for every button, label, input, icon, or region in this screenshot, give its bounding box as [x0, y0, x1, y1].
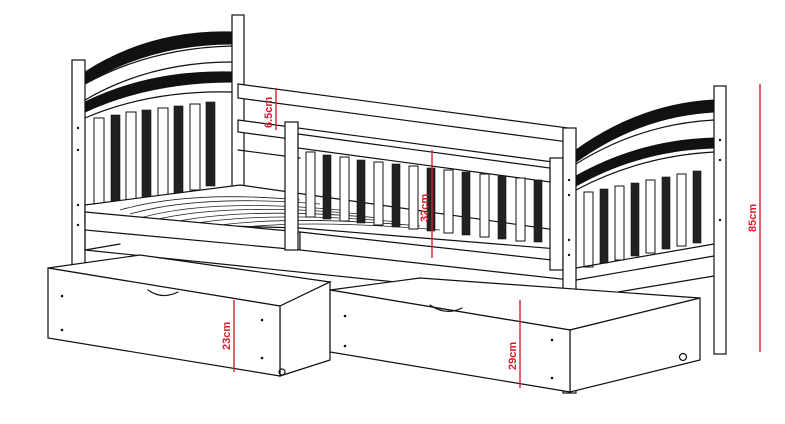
total-height-label: 85cm	[747, 204, 759, 232]
right-footboard	[562, 85, 727, 394]
guard-left-post	[284, 121, 299, 251]
guard-height-label: 32cm	[419, 194, 431, 222]
footboard-slats	[583, 170, 702, 268]
footboard-lower-arch	[575, 137, 715, 187]
drawer-total-height-label: 29cm	[507, 342, 519, 370]
headboard-top-arch	[84, 31, 233, 85]
guard-slats	[305, 151, 543, 243]
guard-rail	[284, 121, 564, 271]
right-drawer	[329, 277, 701, 393]
drawer-front-height-label: 23cm	[221, 322, 233, 350]
dimension-labels: 6.5cm 32cm 85cm 23cm 29cm	[221, 97, 759, 370]
left-drawer	[47, 254, 333, 377]
guard-right-post	[549, 157, 564, 271]
bed-frame	[84, 211, 721, 301]
footboard-top-arch	[575, 99, 715, 163]
guard-top-rail	[297, 133, 551, 183]
right-drawer-front	[329, 289, 571, 393]
left-drawer-front	[47, 267, 281, 377]
headboard-slats	[93, 101, 216, 209]
dimension-lines	[233, 84, 761, 388]
headboard-lower-arch	[84, 71, 233, 113]
rail-height-label: 6.5cm	[263, 97, 275, 128]
